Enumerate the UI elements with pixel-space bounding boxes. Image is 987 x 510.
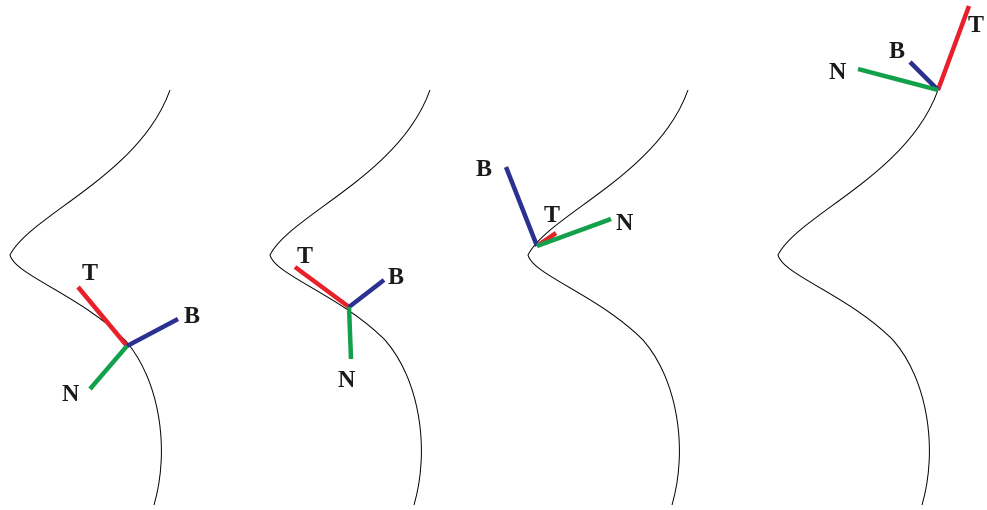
binormal-label: B (184, 303, 200, 329)
normal-vector (857, 66, 939, 93)
tangent-label: T (968, 12, 984, 38)
binormal-label: B (388, 264, 404, 290)
panel-1: T B N (9, 89, 200, 506)
binormal-label: B (889, 38, 905, 64)
binormal-vector (503, 166, 540, 247)
normal-vector (346, 306, 354, 360)
normal-label: N (338, 367, 356, 393)
space-curve (527, 89, 689, 506)
panel-2: T B N (269, 89, 431, 506)
space-curve (9, 89, 171, 506)
binormal-label: B (476, 156, 492, 182)
normal-label: N (616, 210, 634, 236)
tangent-vector (76, 285, 129, 348)
panel-4: T B N (777, 5, 984, 506)
normal-vector (88, 344, 129, 391)
binormal-vector (125, 317, 180, 348)
tangent-label: T (82, 260, 98, 286)
panel-3: T B N (476, 89, 689, 506)
tangent-label: T (544, 202, 560, 228)
binormal-vector (347, 278, 386, 309)
normal-vector (536, 216, 612, 249)
binormal-vector (908, 60, 940, 92)
tangent-label: T (297, 243, 313, 269)
normal-label: N (62, 381, 80, 407)
normal-label: N (829, 59, 847, 85)
space-curve (269, 89, 431, 506)
tangent-vector (935, 5, 972, 91)
tangent-vector (293, 265, 351, 309)
space-curve (777, 89, 939, 506)
